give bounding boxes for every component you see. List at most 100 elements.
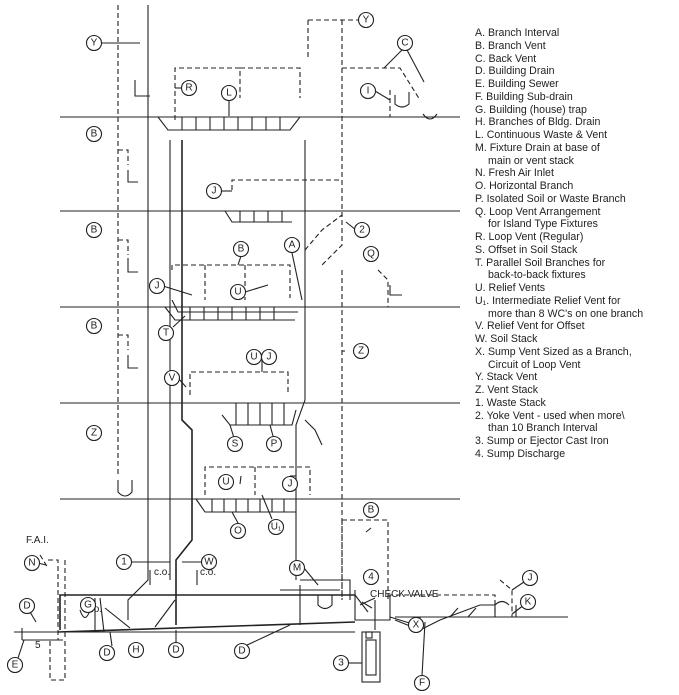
svg-text:A: A	[289, 240, 296, 251]
svg-text:3: 3	[338, 658, 344, 669]
svg-text:Z: Z	[91, 428, 97, 439]
svg-text:H: H	[132, 645, 139, 656]
callout-b: B	[362, 501, 380, 519]
legend-item: S. Offset in Soil Stack	[475, 243, 578, 256]
cleanout-label: c.o.	[154, 567, 170, 578]
svg-text:U: U	[222, 477, 229, 488]
floor-2-fixtures	[118, 149, 343, 251]
svg-text:B: B	[91, 321, 98, 332]
callout-j: J	[521, 569, 539, 587]
svg-text:Y: Y	[363, 15, 370, 26]
svg-text:B: B	[91, 225, 98, 236]
svg-text:U: U	[234, 287, 241, 298]
callout-v: V	[163, 369, 181, 387]
callout-y: Y	[357, 11, 375, 29]
svg-text:D: D	[103, 648, 110, 659]
legend-item: A. Branch Interval	[475, 27, 560, 39]
svg-text:E: E	[12, 660, 19, 671]
svg-text:Z: Z	[358, 346, 364, 357]
svg-text:Y: Y	[91, 38, 98, 49]
callout-r: R	[180, 79, 198, 97]
callout-a: A	[283, 236, 301, 254]
legend-item: V. Relief Vent for Offset	[475, 320, 585, 333]
svg-text:J: J	[288, 479, 293, 490]
legend-item: H. Branches of Bldg. Drain	[475, 116, 601, 129]
callout-b: B	[85, 221, 103, 239]
callout-j: J	[281, 475, 299, 493]
svg-text:V: V	[169, 373, 176, 384]
legend-item: 1. Waste Stack	[475, 396, 546, 409]
legend-item: Q. Loop Vent Arrangement	[475, 205, 601, 218]
callout-n: N	[23, 554, 41, 572]
svg-text:S: S	[232, 439, 239, 450]
svg-text:B: B	[368, 505, 375, 516]
svg-text:J: J	[267, 352, 272, 363]
svg-text:N: N	[28, 558, 35, 569]
callout-j: J	[260, 348, 278, 366]
legend-item-continuation: for Island Type Fixtures	[488, 218, 598, 231]
legend-item-continuation: Circuit of Loop Vent	[488, 358, 581, 371]
basement-piping	[21, 519, 540, 683]
callout-2: 2	[353, 221, 371, 239]
svg-text:U: U	[250, 352, 257, 363]
svg-text:D: D	[238, 646, 245, 657]
callout-d: D	[98, 644, 116, 662]
svg-text:D: D	[172, 645, 179, 656]
svg-text:W: W	[204, 557, 214, 568]
legend-item: M. Fixture Drain at base of	[475, 141, 600, 154]
callout-u: U	[229, 283, 247, 301]
dimension-label: 5	[35, 640, 41, 651]
callout-q: Q	[362, 245, 380, 263]
legend-item-continuation: more than 8 WC's on one branch	[488, 307, 644, 320]
callout-d: D	[167, 641, 185, 659]
callout-e: E	[6, 656, 24, 674]
callout-x: X	[407, 616, 425, 634]
callout-m: M	[288, 559, 306, 577]
legend-item: C. Back Vent	[475, 52, 537, 65]
svg-text:D: D	[23, 601, 30, 612]
callout-l: L	[220, 84, 238, 102]
svg-text:M: M	[293, 563, 301, 574]
callout-w: W	[200, 553, 218, 571]
svg-text:B: B	[238, 244, 245, 255]
legend-item: U₁. Intermediate Relief Vent for	[475, 294, 621, 307]
svg-text:F: F	[419, 678, 425, 689]
svg-text:1: 1	[121, 557, 127, 568]
svg-text:2: 2	[359, 225, 365, 236]
legend-item: G. Building (house) trap	[475, 103, 587, 116]
diagram-text-labels: F.A.I. c.o. c.o. c.o. CHECK VALVE 5	[26, 535, 439, 651]
floor-1-fixtures	[134, 67, 438, 131]
svg-text:L: L	[226, 88, 232, 99]
legend-item: Y. Stack Vent	[475, 371, 538, 384]
callout-s: S	[226, 435, 244, 453]
legend-item: 4. Sump Discharge	[475, 447, 566, 460]
legend-item: Z. Vent Stack	[475, 384, 539, 396]
legend-item: N. Fresh Air Inlet	[475, 167, 554, 180]
legend-item: E. Building Sewer	[475, 78, 559, 90]
legend-item: R. Loop Vent (Regular)	[475, 231, 584, 243]
leader-lines	[17, 19, 531, 677]
callout-i: I	[359, 82, 377, 100]
svg-text:J: J	[155, 281, 160, 292]
callout-d: D	[18, 597, 36, 615]
legend-item-continuation: main or vent stack	[488, 154, 574, 167]
callout-t: T	[157, 324, 175, 342]
callout-j: J	[205, 182, 223, 200]
svg-text:G: G	[84, 600, 92, 611]
svg-text:Q: Q	[367, 249, 375, 260]
callout-j: J	[148, 277, 166, 295]
check-valve-label: CHECK VALVE	[370, 589, 439, 600]
svg-text:J: J	[528, 573, 533, 584]
legend-item: D. Building Drain	[475, 65, 555, 78]
callout-h: H	[127, 641, 145, 659]
callout-u: U	[245, 348, 263, 366]
legend-item: L. Continuous Waste & Vent	[475, 129, 608, 141]
callout-o: O	[229, 522, 247, 540]
callout-z: Z	[352, 342, 370, 360]
callout-3: 3	[332, 654, 350, 672]
svg-text:4: 4	[368, 572, 374, 583]
floor-3-fixtures	[118, 239, 402, 321]
svg-text:P: P	[271, 439, 278, 450]
callout-p: P	[265, 435, 283, 453]
